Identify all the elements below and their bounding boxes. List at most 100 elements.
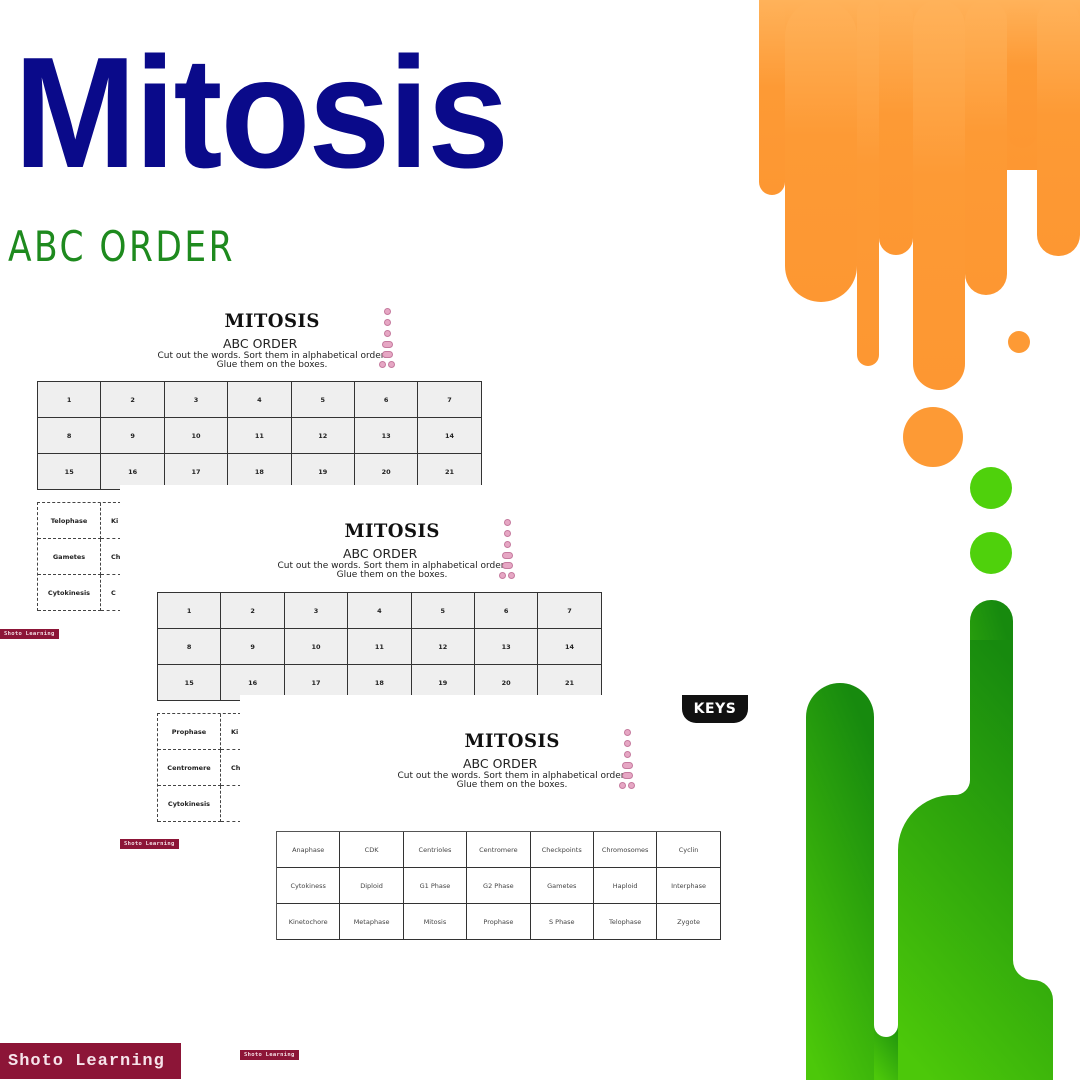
worksheet-title: MITOSIS [344,520,440,542]
worksheet-instructions: Cut out the words. Sort them in alphabet… [272,562,512,580]
cell-division-icon [619,729,635,789]
worksheet-instructions: Cut out the words. Sort them in alphabet… [392,772,632,790]
grid-cell: 17 [164,454,229,490]
grid-cell: 5 [291,382,355,418]
cutout-word: Cytokinesis [38,575,101,611]
cutout-words: Prophase Ki Centromere Ch Cytokinesis [157,713,241,822]
cutout-word: Centromere [158,750,221,786]
answer-cell: G1 Phase [403,868,468,904]
grid-cell: 7 [418,382,482,418]
grid-cell: 8 [158,629,222,665]
answer-cell: Anaphase [277,832,341,868]
answer-cell: Metaphase [340,904,404,940]
answer-cell: S Phase [530,904,594,940]
grid-cell: 6 [474,593,539,629]
answer-cell: G2 Phase [467,868,531,904]
grid-cell: 12 [411,629,475,665]
grid-cell: 10 [284,629,349,665]
brand-footer: Shoto Learning [0,1043,181,1079]
answer-cell: Checkpoints [530,832,594,868]
cell-division-icon [499,519,515,579]
grid-cell: 2 [221,593,285,629]
green-gap [874,700,898,1037]
answer-cell: Mitosis [403,904,468,940]
brand-label: Shoto Learning [120,839,179,849]
grid-cell: 2 [101,382,165,418]
grid-cell: 3 [164,382,229,418]
grid-cell: 4 [348,593,412,629]
grid-cell: 20 [354,454,419,490]
cutout-word: Telophase [38,503,101,539]
grid-cell: 4 [228,382,292,418]
cutout-word: Ch [221,750,241,786]
orange-dot-small [1008,331,1030,353]
grid-cell: 7 [538,593,602,629]
orange-dot-large [903,407,963,467]
grid-cell: 5 [411,593,475,629]
answer-cell: Gametes [530,868,594,904]
grid-cell: 14 [538,629,602,665]
green-dot-2 [970,532,1012,574]
keys-badge: KEYS [682,695,748,723]
page-title: Mitosis [14,25,509,201]
grid-cell: 16 [101,454,165,490]
answer-cell: Diploid [340,868,404,904]
worksheet-instructions: Cut out the words. Sort them in alphabet… [152,352,392,370]
cutout-word: Ki [221,714,241,750]
answer-cell: Haploid [593,868,658,904]
cutout-word: Ki [101,503,121,539]
grid-cell: 11 [348,629,412,665]
grid-cell: 15 [38,454,102,490]
number-grid: 1 2 3 4 5 6 7 8 9 10 11 12 13 14 15 16 1… [37,381,482,490]
grid-cell: 15 [158,665,222,701]
cutout-word: Cytokinesis [158,786,221,822]
worksheet-page-answer-key: MITOSIS ABC ORDER Cut out the words. Sor… [240,695,760,1080]
instruction-line-2: Glue them on the boxes. [336,570,448,580]
cutout-word [221,786,241,822]
grid-cell: 8 [38,418,102,454]
answer-cell: Kinetochore [277,904,341,940]
answer-cell: Cyclin [657,832,721,868]
grid-cell: 14 [418,418,482,454]
worksheet-subtitle: ABC ORDER [463,756,538,771]
grid-cell: 1 [38,382,102,418]
cutout-word: Ch [101,539,121,575]
brand-label: Shoto Learning [0,629,59,639]
number-grid: 1 2 3 4 5 6 7 8 9 10 11 12 13 14 15 16 1… [157,592,602,701]
grid-cell: 13 [474,629,539,665]
green-dot-1 [970,467,1012,509]
orange-drip-shape [759,0,1080,390]
grid-cell: 11 [228,418,292,454]
grid-cell: 12 [291,418,355,454]
answer-cell: Cytokiness [277,868,341,904]
grid-cell: 1 [158,593,222,629]
page-subtitle: ABC ORDER [8,222,235,271]
cutout-word: C [101,575,121,611]
instruction-line-2: Glue them on the boxes. [456,780,568,790]
answer-cell: Prophase [467,904,531,940]
cutout-word: Prophase [158,714,221,750]
worksheet-title: MITOSIS [464,730,560,752]
instruction-line-1: Cut out the words. Sort them in alphabet… [397,771,627,781]
grid-cell: 10 [164,418,229,454]
answer-cell: Telophase [593,904,658,940]
worksheet-subtitle: ABC ORDER [343,546,418,561]
answer-cell: Centrioles [403,832,468,868]
green-drip-shape [806,600,1053,1080]
cutout-word: Gametes [38,539,101,575]
cutout-words: Telophase Ki Gametes Ch Cytokinesis C [37,502,121,611]
cell-division-icon [379,308,395,368]
answer-cell: Chromosomes [593,832,658,868]
worksheet-subtitle: ABC ORDER [223,336,298,351]
grid-cell: 9 [221,629,285,665]
grid-cell: 3 [284,593,349,629]
grid-cell: 13 [354,418,419,454]
answer-cell: Centromere [467,832,531,868]
grid-cell: 18 [228,454,292,490]
worksheet-title: MITOSIS [224,310,320,332]
answer-cell: Interphase [657,868,721,904]
brand-label: Shoto Learning [240,1050,299,1060]
instruction-line-1: Cut out the words. Sort them in alphabet… [157,351,387,361]
answer-cell: Zygote [657,904,721,940]
grid-cell: 6 [354,382,419,418]
